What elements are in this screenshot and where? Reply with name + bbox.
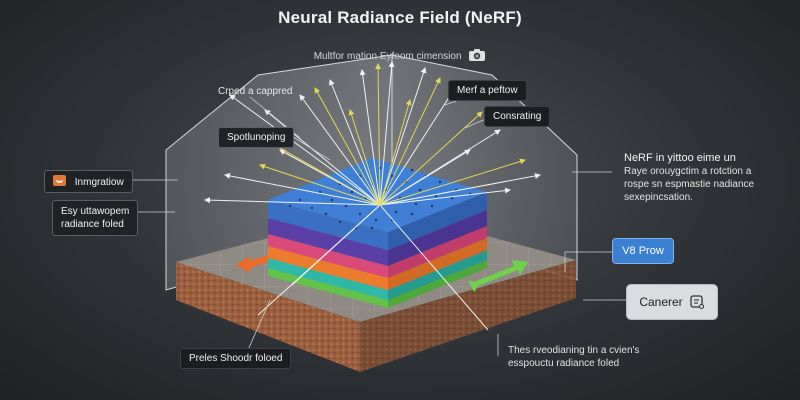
- camera-icon: [469, 49, 486, 61]
- v8-prow-button[interactable]: V8 Prow: [612, 238, 674, 264]
- label-bottom-left: Preles Shoodr foloed: [180, 348, 292, 369]
- image-icon: [53, 175, 66, 186]
- left-badge: Inmgratiow: [44, 170, 133, 193]
- label-top-left: Crped a cappred: [218, 86, 293, 97]
- volume-stack: [268, 158, 487, 308]
- page-title: Neural Radiance Field (NeRF): [278, 8, 522, 27]
- label-right-box: Consrating: [484, 106, 551, 127]
- label-bottom-right: Thes rveodianing tin a cvien's esspouctu…: [508, 344, 639, 370]
- canerer-button[interactable]: Canerer: [626, 284, 718, 320]
- right-note-line-4: sexepincsation.: [624, 192, 693, 203]
- orange-direction-arrow: [236, 255, 268, 273]
- left-badge-label: Inmgratiow: [74, 177, 124, 188]
- label-left-box: Spotlunoping: [218, 127, 295, 148]
- right-note-line-2: Raye orouygctim a rotction a: [624, 166, 752, 177]
- label-top-right: Merf a peftow: [448, 80, 527, 101]
- canerer-button-label: Canerer: [639, 295, 683, 309]
- right-note: NeRF in yittoo eime un Raye orouygctim a…: [624, 152, 754, 204]
- bottom-right-line-1: Thes rveodianing tin a cvien's: [508, 345, 640, 356]
- radiance-rays: [204, 61, 541, 331]
- left-note-line-1: Esy uttawopem: [61, 206, 130, 217]
- document-icon: [690, 295, 704, 310]
- bottom-right-line-2: esspouctu radiance foled: [508, 358, 620, 369]
- green-direction-arrow: [468, 260, 528, 292]
- left-note-line-2: radiance foled: [61, 219, 124, 230]
- right-note-line-3: rospe sn espmastie nadiance: [624, 179, 755, 190]
- left-note: Esy uttawopem radiance foled: [52, 200, 139, 236]
- right-note-line-1: NeRF in yittoo eime un: [624, 152, 736, 164]
